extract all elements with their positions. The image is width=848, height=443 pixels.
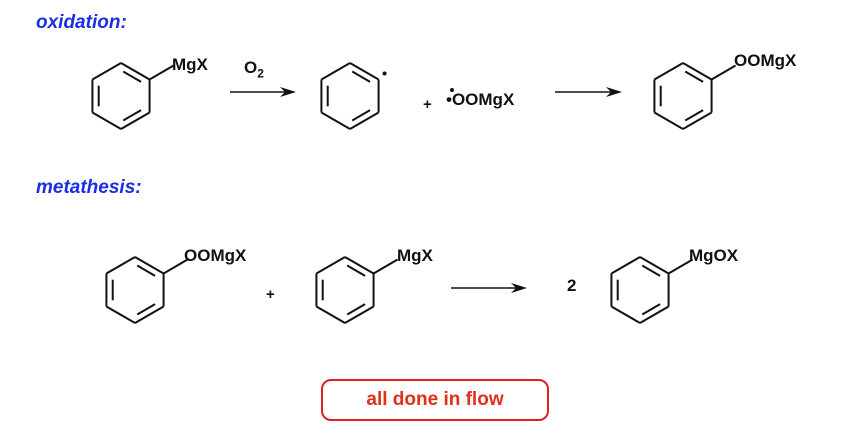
reactant-mgx-label: MgX: [397, 246, 433, 265]
phenyl-radical-ring-bond: [349, 111, 380, 130]
alkoxide-product-ring-bond: [610, 305, 641, 324]
peroxy-radical-label: •OOMgX: [446, 90, 515, 109]
metathesis-peroxide-ring-substituent-bond: [163, 258, 189, 275]
peroxide-product-ring-substituent-bond: [711, 64, 737, 81]
peroxide-product-ring-bond: [653, 62, 684, 81]
phenylmagnesium-ring-substituent-bond: [149, 64, 175, 81]
phenyl-radical-ring-double-bond: [351, 109, 371, 122]
alkoxide-product-ring-double-bond: [641, 264, 661, 277]
peroxide-product-ring-double-bond: [684, 109, 704, 122]
product-mgox-label: MgOX: [689, 246, 739, 265]
peroxide-product-ring-bond: [682, 111, 713, 130]
all-done-in-flow-callout: all done in flow: [321, 379, 549, 421]
oxidation-heading: oxidation:: [36, 12, 127, 33]
metathesis-grignard-ring-double-bond: [346, 303, 366, 316]
metathesis-peroxide-ring-double-bond: [136, 264, 156, 277]
phenylmagnesium-ring-double-bond: [122, 109, 142, 122]
reaction-arrow-3-head: [511, 283, 527, 293]
metathesis-heading: metathesis:: [36, 177, 142, 198]
alkoxide-product-ring-bond: [639, 256, 670, 275]
reaction-arrow-1-head: [280, 87, 296, 97]
phenyl-radical-ring-bond: [320, 111, 351, 130]
reactant-oomgx-label: OOMgX: [184, 246, 247, 265]
alkoxide-product-ring-bond: [639, 305, 670, 324]
peroxide-product-ring-bond: [682, 62, 713, 81]
o2-reagent: O2: [244, 58, 264, 80]
phenyl-radical-ring-double-bond: [351, 70, 371, 83]
radical-dot: [382, 71, 387, 76]
alkoxide-product-ring-substituent-bond: [668, 258, 694, 275]
peroxide-product-ring-double-bond: [684, 70, 704, 83]
alkoxide-product-ring-double-bond: [641, 303, 661, 316]
metathesis-peroxide-ring-double-bond: [136, 303, 156, 316]
phenyl-radical-ring-bond: [320, 62, 351, 81]
phenylmagnesium-ring-bond: [91, 62, 122, 81]
metathesis-peroxide-ring-bond: [134, 305, 165, 324]
metathesis-peroxide-ring-bond: [105, 256, 136, 275]
o2-subscript: 2: [257, 66, 264, 81]
product-oomgx-label: OOMgX: [734, 51, 797, 70]
metathesis-grignard-ring-double-bond: [346, 264, 366, 277]
metathesis-peroxide-ring-bond: [134, 256, 165, 275]
phenylmagnesium-ring-bond: [91, 111, 122, 130]
metathesis-grignard-ring-bond: [315, 305, 346, 324]
metathesis-grignard-ring-bond: [315, 256, 346, 275]
metathesis-grignard-ring-bond: [344, 256, 375, 275]
phenyl-mgx-label: MgX: [172, 55, 208, 74]
peroxide-product-ring-bond: [653, 111, 684, 130]
phenyl-radical-ring-bond: [349, 62, 380, 81]
metathesis-grignard-ring-bond: [344, 305, 375, 324]
o2-symbol: O: [244, 58, 258, 77]
alkoxide-product-ring-bond: [610, 256, 641, 275]
plus-sign-2: +: [266, 286, 275, 303]
phenylmagnesium-ring-double-bond: [122, 70, 142, 83]
phenylmagnesium-ring-bond: [120, 62, 151, 81]
metathesis-grignard-ring-substituent-bond: [373, 258, 399, 275]
reaction-arrow-2-head: [606, 87, 622, 97]
callout-text: all done in flow: [366, 389, 504, 410]
stoich-coefficient: 2: [567, 276, 577, 295]
plus-sign-1: +: [423, 96, 432, 113]
metathesis-peroxide-ring-bond: [105, 305, 136, 324]
phenylmagnesium-ring-bond: [120, 111, 151, 130]
peroxy-radical-dot: [450, 88, 454, 92]
